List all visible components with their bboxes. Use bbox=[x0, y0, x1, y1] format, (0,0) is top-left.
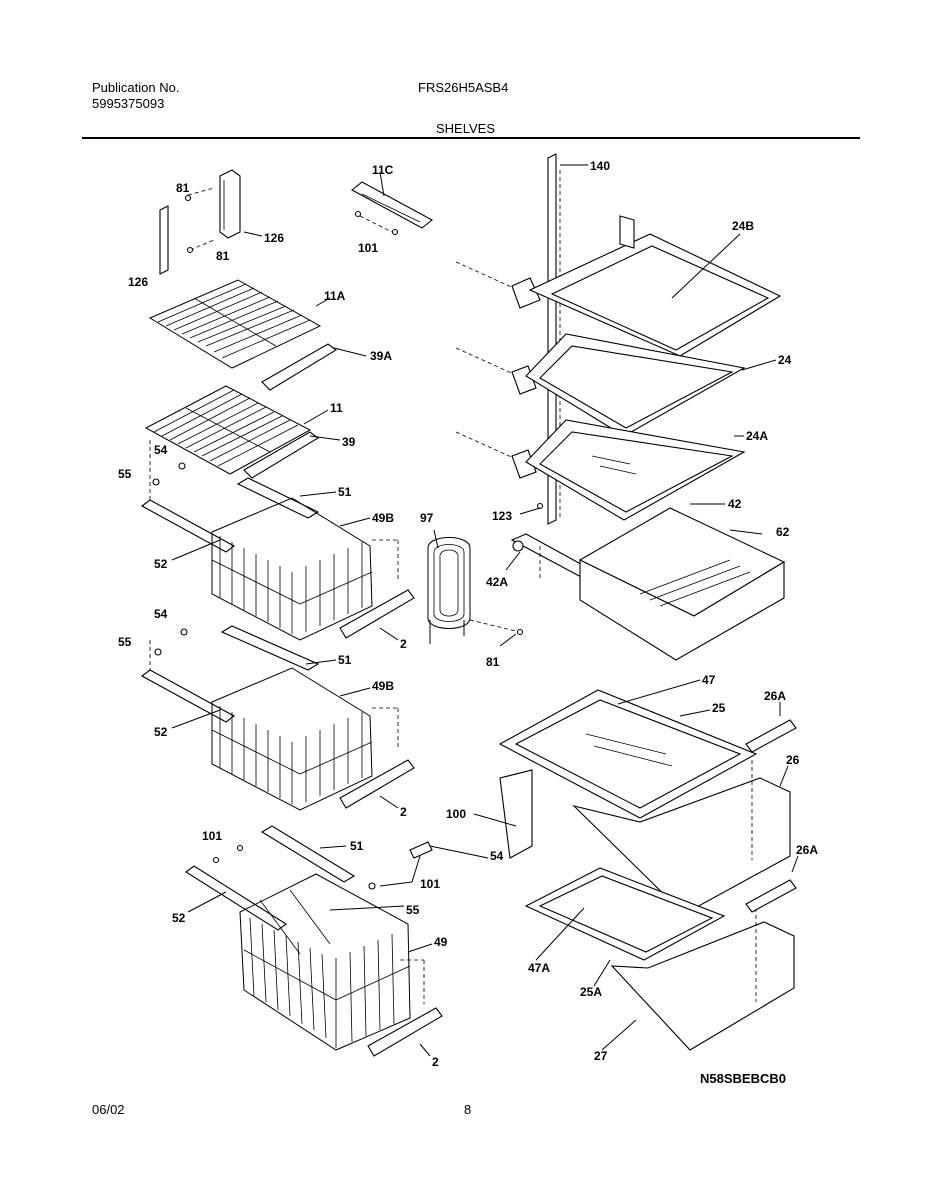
shelf-trim-39a bbox=[261, 343, 337, 391]
callout-25a: 25A bbox=[580, 985, 602, 999]
callout-81: 81 bbox=[486, 655, 500, 669]
footer-date: 06/02 bbox=[92, 1102, 125, 1117]
page-number: 8 bbox=[464, 1102, 472, 1117]
callout-126: 126 bbox=[264, 231, 284, 245]
callout-81: 81 bbox=[216, 249, 230, 263]
glass-shelf-24 bbox=[455, 333, 746, 437]
bracket-11c bbox=[351, 171, 433, 236]
callout-47a: 47A bbox=[528, 961, 550, 975]
callout-62: 62 bbox=[776, 525, 790, 539]
callout-11a: 11A bbox=[324, 289, 346, 303]
callout-52: 52 bbox=[154, 557, 168, 571]
callout-2: 2 bbox=[400, 805, 407, 819]
crisper-pan-27 bbox=[524, 867, 797, 1051]
callout-55: 55 bbox=[406, 903, 420, 917]
callout-27: 27 bbox=[594, 1049, 608, 1063]
crisper-pan-62 bbox=[510, 507, 786, 661]
section-title: SHELVES bbox=[436, 121, 496, 136]
publication-number: 5995375093 bbox=[92, 96, 165, 111]
condenser-coil-97 bbox=[427, 537, 524, 644]
callout-2: 2 bbox=[400, 637, 407, 651]
callout-24b: 24B bbox=[732, 219, 754, 233]
callout-101: 101 bbox=[358, 241, 378, 255]
callout-52: 52 bbox=[154, 725, 168, 739]
callout-49: 49 bbox=[434, 935, 448, 949]
callout-39: 39 bbox=[342, 435, 356, 449]
callout-140: 140 bbox=[590, 159, 610, 173]
glass-shelf-24b bbox=[455, 215, 782, 357]
callout-55: 55 bbox=[118, 467, 132, 481]
callout-26: 26 bbox=[786, 753, 800, 767]
crisper-pan-25 bbox=[498, 689, 797, 915]
callout-54: 54 bbox=[154, 443, 168, 457]
callout-47: 47 bbox=[702, 673, 716, 687]
basket-slide-group-2 bbox=[140, 625, 415, 811]
callout-54: 54 bbox=[490, 849, 504, 863]
wire-shelf-11 bbox=[144, 385, 312, 475]
wire-shelf-11a bbox=[148, 279, 322, 369]
publication-label: Publication No. bbox=[92, 80, 180, 95]
callout-100: 100 bbox=[446, 807, 466, 821]
callout-52: 52 bbox=[172, 911, 186, 925]
callout-123: 123 bbox=[492, 509, 512, 523]
basket-slide-group-3 bbox=[185, 825, 443, 1057]
callout-11c: 11C bbox=[372, 163, 394, 177]
callout-26a: 26A bbox=[796, 843, 818, 857]
callout-2: 2 bbox=[432, 1055, 439, 1069]
callout-49b: 49B bbox=[372, 511, 394, 525]
glass-shelf-24a bbox=[455, 419, 746, 521]
callout-24: 24 bbox=[778, 353, 792, 367]
callout-labels: 81 81 126 126 11C 101 140 24B 11A 39A 24… bbox=[118, 159, 818, 1069]
callout-26a: 26A bbox=[764, 689, 786, 703]
callout-55: 55 bbox=[118, 635, 132, 649]
drawing-code: N58SBEBCB0 bbox=[700, 1071, 786, 1086]
callout-101: 101 bbox=[202, 829, 222, 843]
callout-101: 101 bbox=[420, 877, 440, 891]
callout-51: 51 bbox=[338, 653, 352, 667]
callout-51: 51 bbox=[350, 839, 364, 853]
rack-bracket-left bbox=[159, 169, 241, 275]
callout-25: 25 bbox=[712, 701, 726, 715]
callout-42: 42 bbox=[728, 497, 742, 511]
shelf-trim-39 bbox=[243, 431, 319, 479]
callout-42a: 42A bbox=[486, 575, 508, 589]
screw-81-parts bbox=[184, 187, 263, 254]
callout-126: 126 bbox=[128, 275, 148, 289]
callout-97: 97 bbox=[420, 511, 434, 525]
callout-81: 81 bbox=[176, 181, 190, 195]
callout-24a: 24A bbox=[746, 429, 768, 443]
callout-39a: 39A bbox=[370, 349, 392, 363]
callout-11: 11 bbox=[330, 401, 343, 415]
callout-leaders bbox=[171, 164, 799, 1057]
callout-49b: 49B bbox=[372, 679, 394, 693]
header-rule bbox=[82, 137, 860, 139]
model-number: FRS26H5ASB4 bbox=[418, 80, 509, 95]
callout-54: 54 bbox=[154, 607, 168, 621]
basket-slide-group-1 bbox=[140, 440, 415, 641]
callout-51: 51 bbox=[338, 485, 352, 499]
